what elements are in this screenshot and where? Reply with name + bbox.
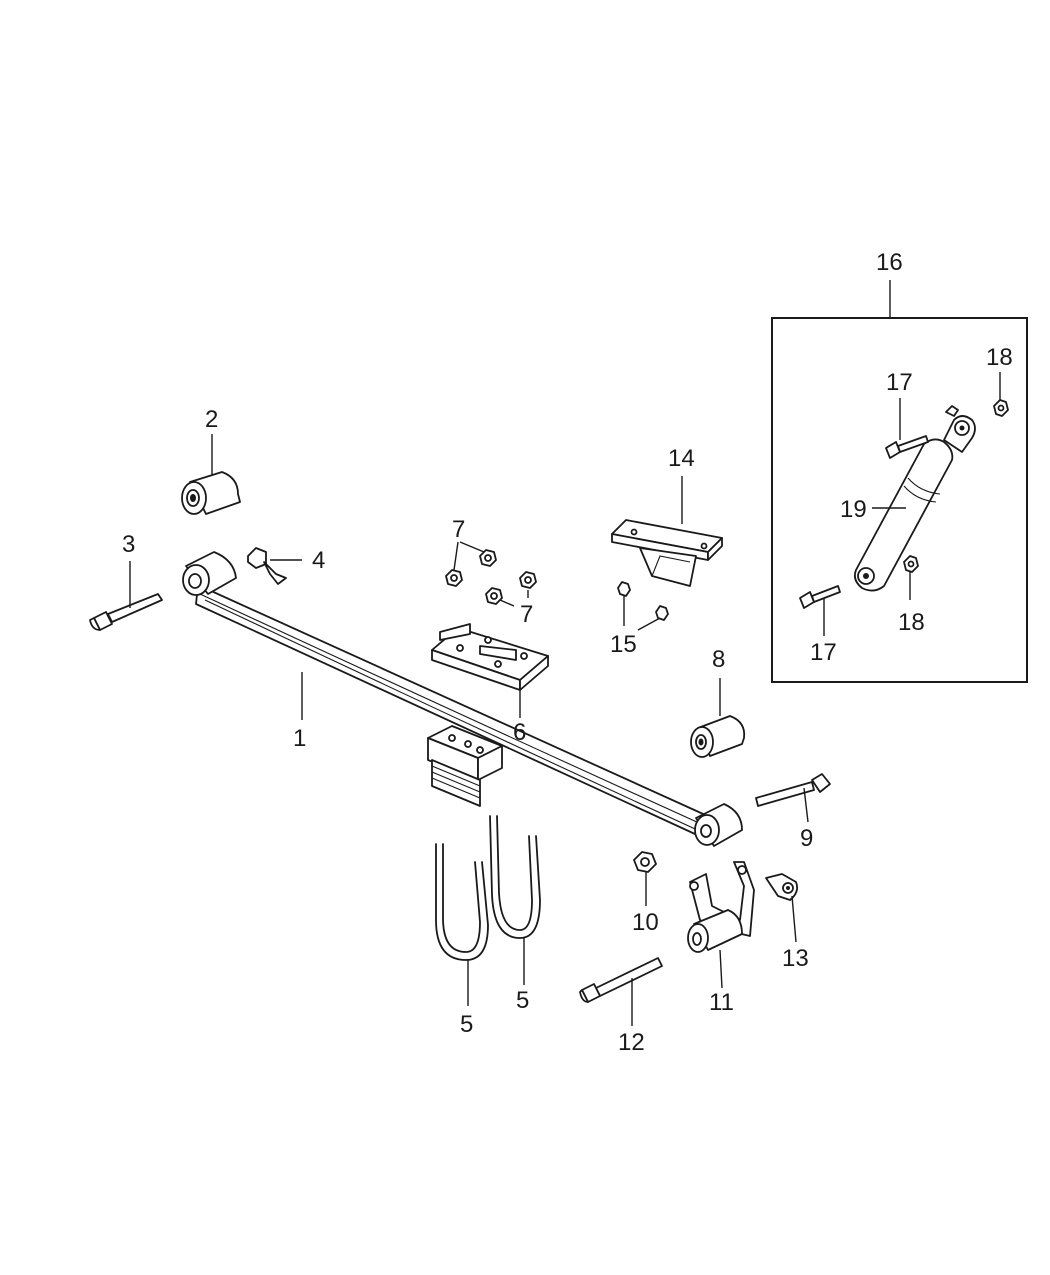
callout-4: 4	[312, 547, 325, 574]
front-eye-bolt	[89, 593, 163, 631]
callout-7b: 7	[520, 601, 533, 628]
callout-8: 8	[712, 646, 725, 673]
callout-16: 16	[876, 249, 903, 276]
bump-stop	[765, 873, 799, 901]
callout-7a: 7	[452, 516, 465, 543]
rear-eye-bolt	[755, 773, 831, 807]
callout-13: 13	[782, 945, 809, 972]
spring-seat-plate	[431, 623, 549, 691]
leader-15b	[637, 617, 661, 631]
callout-17a: 17	[886, 369, 913, 396]
u-bolt-right	[489, 815, 541, 939]
callout-5a: 5	[460, 1011, 473, 1038]
rear-bushing	[690, 715, 746, 758]
u-bolt-left	[435, 843, 489, 961]
shock-upper-bolt	[885, 435, 929, 459]
spring-shackle	[687, 861, 755, 953]
callout-11: 11	[709, 989, 734, 1016]
leader-7a	[453, 541, 459, 571]
callout-2: 2	[205, 406, 218, 433]
callout-18b: 18	[898, 609, 925, 636]
shock-absorber	[853, 405, 976, 592]
leader-13	[791, 895, 797, 943]
callout-15: 15	[610, 631, 637, 658]
shock-upper-nut	[993, 399, 1009, 417]
callout-18a: 18	[986, 344, 1013, 371]
callout-3: 3	[122, 531, 135, 558]
callout-1: 1	[293, 725, 306, 752]
u-bolt-nuts	[445, 549, 537, 605]
callout-10: 10	[632, 909, 659, 936]
callout-12: 12	[618, 1029, 645, 1056]
shock-lower-bolt	[799, 585, 841, 609]
front-bushing	[181, 471, 241, 515]
callout-17b: 17	[810, 639, 837, 666]
callout-14: 14	[668, 445, 695, 472]
shackle-bolt	[579, 957, 663, 1003]
shackle-nut	[633, 851, 657, 873]
leader-11	[719, 949, 723, 989]
leader-7b	[499, 599, 515, 607]
callout-6: 6	[513, 719, 526, 746]
callout-9: 9	[800, 825, 813, 852]
bracket-nuts	[617, 581, 669, 621]
retainer-nut	[247, 547, 287, 585]
leader-9	[803, 787, 809, 823]
shock-lower-nut	[903, 555, 919, 573]
shock-kit-box	[771, 317, 1028, 683]
leader-7a2	[459, 541, 485, 553]
callout-19: 19	[840, 496, 867, 523]
callout-5b: 5	[516, 987, 529, 1014]
leaf-spring	[182, 551, 743, 847]
frame-bracket	[611, 519, 723, 587]
